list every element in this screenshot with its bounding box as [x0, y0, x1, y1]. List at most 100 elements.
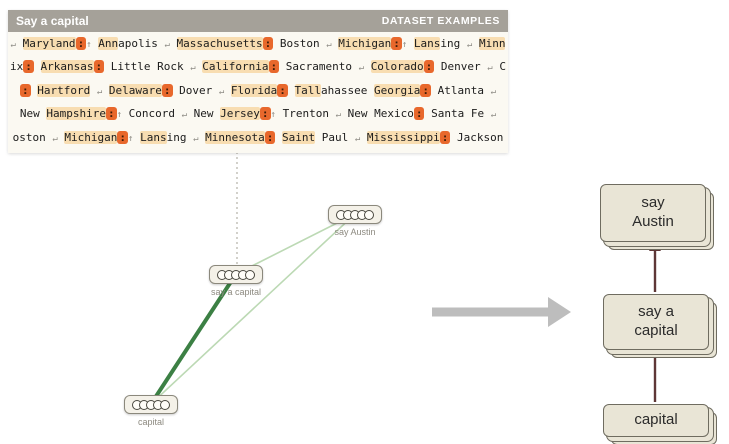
- token-glyph: ↵: [218, 86, 225, 97]
- token-plain: [170, 37, 177, 50]
- token-highlight-strong: :: [262, 37, 274, 50]
- token-plain: New: [187, 107, 221, 121]
- flow-arrow-say-a-capital-to-say-austin: [649, 241, 661, 292]
- token-plain: [407, 37, 414, 50]
- flow-box-label: say Austin: [632, 194, 674, 230]
- token-highlight-strong: :: [117, 130, 129, 144]
- token-glyph: ↑: [270, 110, 276, 121]
- token-plain: Sacramento: [279, 60, 359, 74]
- feature-icon-say-a-capital[interactable]: [209, 265, 263, 284]
- dataset-examples-label: DATASET EXAMPLES: [381, 15, 500, 27]
- dataset-line: : Hartford ↵ Delaware: Dover ↵ Florida: …: [10, 80, 506, 103]
- feature-icon-say-austin[interactable]: [328, 205, 382, 224]
- token-glyph: ↵: [193, 133, 199, 144]
- token-highlight-strong: :: [19, 83, 31, 97]
- token-highlight-light: Tall: [294, 83, 322, 97]
- token-highlight-light: Saint: [281, 130, 316, 144]
- dataset-examples-panel: Say a capital DATASET EXAMPLES ↵ Marylan…: [8, 10, 508, 154]
- token-highlight-strong: :: [93, 60, 105, 74]
- dataset-lines: ↵ Maryland:↑ Annapolis ↵ Massachusetts: …: [8, 32, 508, 154]
- token-highlight-light: Minnesota: [205, 130, 265, 144]
- token-glyph: ↵: [326, 40, 332, 50]
- token-highlight-strong: :: [75, 37, 87, 50]
- feature-circle: [159, 399, 170, 410]
- dataset-line: oston ↵ Michigan:↑ Lansing ↵ Minnesota: …: [10, 127, 506, 150]
- token-highlight-light: Mississippi: [366, 130, 440, 144]
- token-glyph: ↑: [116, 110, 123, 121]
- token-glyph: ↵: [190, 63, 196, 74]
- token-highlight-strong: :: [439, 130, 451, 144]
- token-plain: Little Rock: [104, 60, 191, 74]
- token-glyph: ↵: [164, 40, 170, 50]
- token-glyph: ↵: [487, 63, 493, 74]
- token-glyph: ↑: [128, 133, 134, 144]
- token-plain: New Mexico: [341, 107, 414, 121]
- edge-capital-to-say-a-capital: [149, 272, 238, 406]
- token-glyph: ↵: [181, 110, 188, 121]
- token-plain: apolis: [118, 37, 165, 50]
- token-highlight-strong: :: [420, 83, 431, 97]
- token-plain: [360, 131, 367, 144]
- token-plain: Santa Fe: [424, 107, 491, 121]
- token-highlight-light: Ann: [98, 37, 119, 50]
- dataset-line: ix: Arkansas: Little Rock ↵ California: …: [10, 56, 506, 79]
- token-plain: [102, 84, 109, 97]
- token-highlight-light: Colorado: [370, 60, 424, 74]
- feature-icon-capital[interactable]: [124, 395, 178, 414]
- token-plain: ing: [440, 37, 467, 50]
- token-plain: Concord: [122, 107, 182, 121]
- token-plain: [90, 84, 97, 97]
- token-plain: [16, 37, 23, 50]
- flow-box-label: say a capital: [634, 303, 678, 339]
- token-highlight-light: Hartford: [37, 83, 91, 97]
- token-plain: [288, 84, 295, 97]
- flow-box-say-austin: say Austin: [600, 184, 706, 242]
- token-glyph: ↵: [358, 63, 365, 74]
- token-highlight-light: Michigan: [338, 37, 392, 50]
- flow-box-label: capital: [634, 411, 678, 429]
- token-glyph: ↵: [490, 86, 497, 97]
- transform-arrow: [432, 297, 571, 327]
- token-highlight-light: Minn: [478, 37, 506, 50]
- flow-box-say-a-capital: say a capital: [603, 294, 709, 350]
- feature-circle: [363, 209, 374, 220]
- token-glyph: ↵: [490, 110, 497, 121]
- token-plain: Boston: [273, 37, 327, 50]
- token-highlight-strong: :: [259, 107, 271, 121]
- token-glyph: ↵: [466, 40, 473, 50]
- token-highlight-light: Hampshire: [46, 107, 106, 121]
- token-highlight-light: Lans: [140, 130, 167, 144]
- token-glyph: ↑: [86, 40, 92, 50]
- token-plain: [275, 131, 282, 144]
- token-plain: Atlanta: [430, 83, 491, 97]
- edge-say-a-capital-to-say-austin: [235, 213, 356, 275]
- node-label-say-a-capital: say a capital: [210, 287, 262, 297]
- token-plain: Trenton: [275, 107, 336, 121]
- token-highlight-light: Georgia: [374, 83, 421, 97]
- token-plain: Paul: [315, 130, 355, 144]
- token-plain: [224, 84, 231, 97]
- token-highlight-light: Lans: [413, 37, 441, 50]
- token-glyph: ↵: [354, 133, 361, 144]
- token-glyph: ↵: [52, 133, 58, 144]
- flow-box-capital: capital: [603, 404, 709, 437]
- dataset-line: New Hampshire:↑ Concord ↵ New Jersey:↑ T…: [10, 103, 506, 126]
- token-plain: [472, 37, 479, 50]
- token-highlight-strong: :: [268, 60, 280, 74]
- token-highlight-strong: :: [423, 60, 435, 74]
- token-plain: Dover: [172, 83, 219, 97]
- token-plain: oston: [12, 130, 53, 144]
- node-label-capital: capital: [137, 417, 164, 427]
- panel-title: Say a capital: [16, 14, 89, 28]
- node-capital: capital: [124, 395, 178, 427]
- token-plain: [364, 60, 371, 73]
- node-label-say-austin: say Austin: [334, 227, 376, 237]
- token-plain: Jackson: [450, 130, 504, 144]
- token-plain: New: [19, 107, 47, 121]
- token-highlight-strong: :: [161, 83, 173, 97]
- token-glyph: ↵: [96, 86, 103, 97]
- token-highlight-light: Maryland: [22, 37, 76, 50]
- token-highlight-light: Jersey: [220, 107, 260, 121]
